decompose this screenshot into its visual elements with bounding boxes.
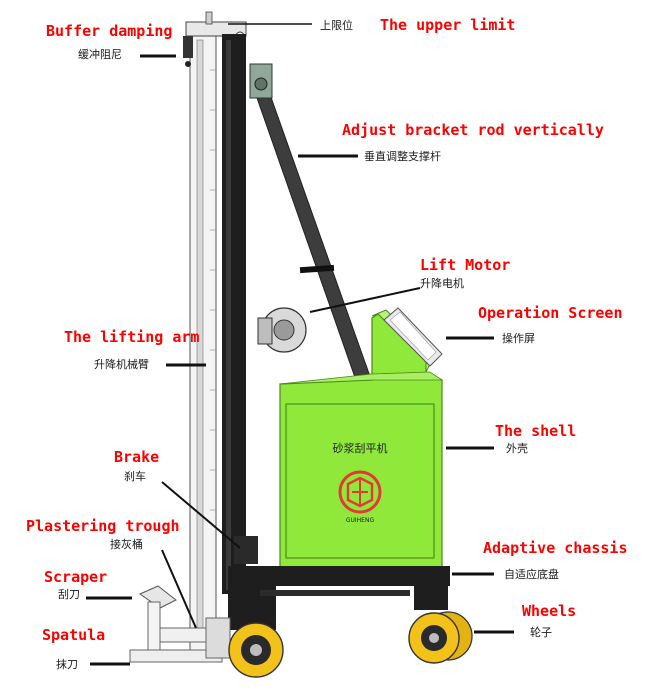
label-screen-en: Operation Screen bbox=[478, 304, 623, 322]
label-motor-en: Lift Motor bbox=[420, 256, 510, 274]
brand-text: GUIHENG bbox=[346, 517, 375, 524]
motor-gearbox bbox=[258, 318, 272, 344]
label-trough-en: Plastering trough bbox=[26, 517, 180, 535]
label-wheels-en: Wheels bbox=[522, 602, 576, 620]
label-scraper-en: Scraper bbox=[44, 568, 107, 586]
label-spatula-zh: 抹刀 bbox=[56, 658, 78, 671]
column-highlight bbox=[226, 40, 231, 590]
shell-panel-text: 砂浆刮平机 bbox=[333, 441, 388, 455]
label-spatula-en: Spatula bbox=[42, 626, 105, 644]
label-brake-zh: 刹车 bbox=[124, 469, 146, 483]
label-wheels-zh: 轮子 bbox=[530, 625, 552, 639]
label-brake-en: Brake bbox=[114, 448, 159, 466]
brake bbox=[234, 536, 258, 564]
label-bracket-en: Adjust bracket rod vertically bbox=[342, 121, 604, 139]
label-buffer-zh: 缓冲阻尼 bbox=[78, 47, 122, 61]
front-wheel bbox=[229, 623, 283, 677]
upper-limit-switch bbox=[206, 12, 212, 24]
label-shell-zh: 外壳 bbox=[506, 441, 528, 455]
buffer-damper bbox=[183, 36, 193, 58]
label-arm-zh: 升降机械臂 bbox=[94, 357, 149, 371]
label-trough-zh: 接灰桶 bbox=[110, 537, 143, 551]
label-screen-zh: 操作屏 bbox=[502, 331, 535, 345]
label-motor-zh: 升降电机 bbox=[420, 276, 464, 290]
main-column bbox=[222, 34, 246, 594]
label-buffer-en: Buffer damping bbox=[46, 22, 172, 40]
label-chassis-zh: 自适应底盘 bbox=[504, 567, 559, 581]
label-shell-en: The shell bbox=[495, 422, 576, 440]
label-arm-en: The lifting arm bbox=[64, 328, 199, 346]
label-chassis-en: Adaptive chassis bbox=[483, 539, 628, 557]
label-scraper-zh: 刮刀 bbox=[58, 587, 80, 601]
label-upper-en: The upper limit bbox=[380, 16, 515, 34]
label-upper-zh: 上限位 bbox=[320, 18, 353, 32]
rod-top-pivot bbox=[255, 78, 267, 90]
rear-wheel bbox=[409, 613, 459, 663]
label-bracket-zh: 垂直调整支撑杆 bbox=[364, 149, 441, 163]
damper-bolt bbox=[185, 61, 191, 67]
lift-motor-hub bbox=[274, 320, 294, 340]
